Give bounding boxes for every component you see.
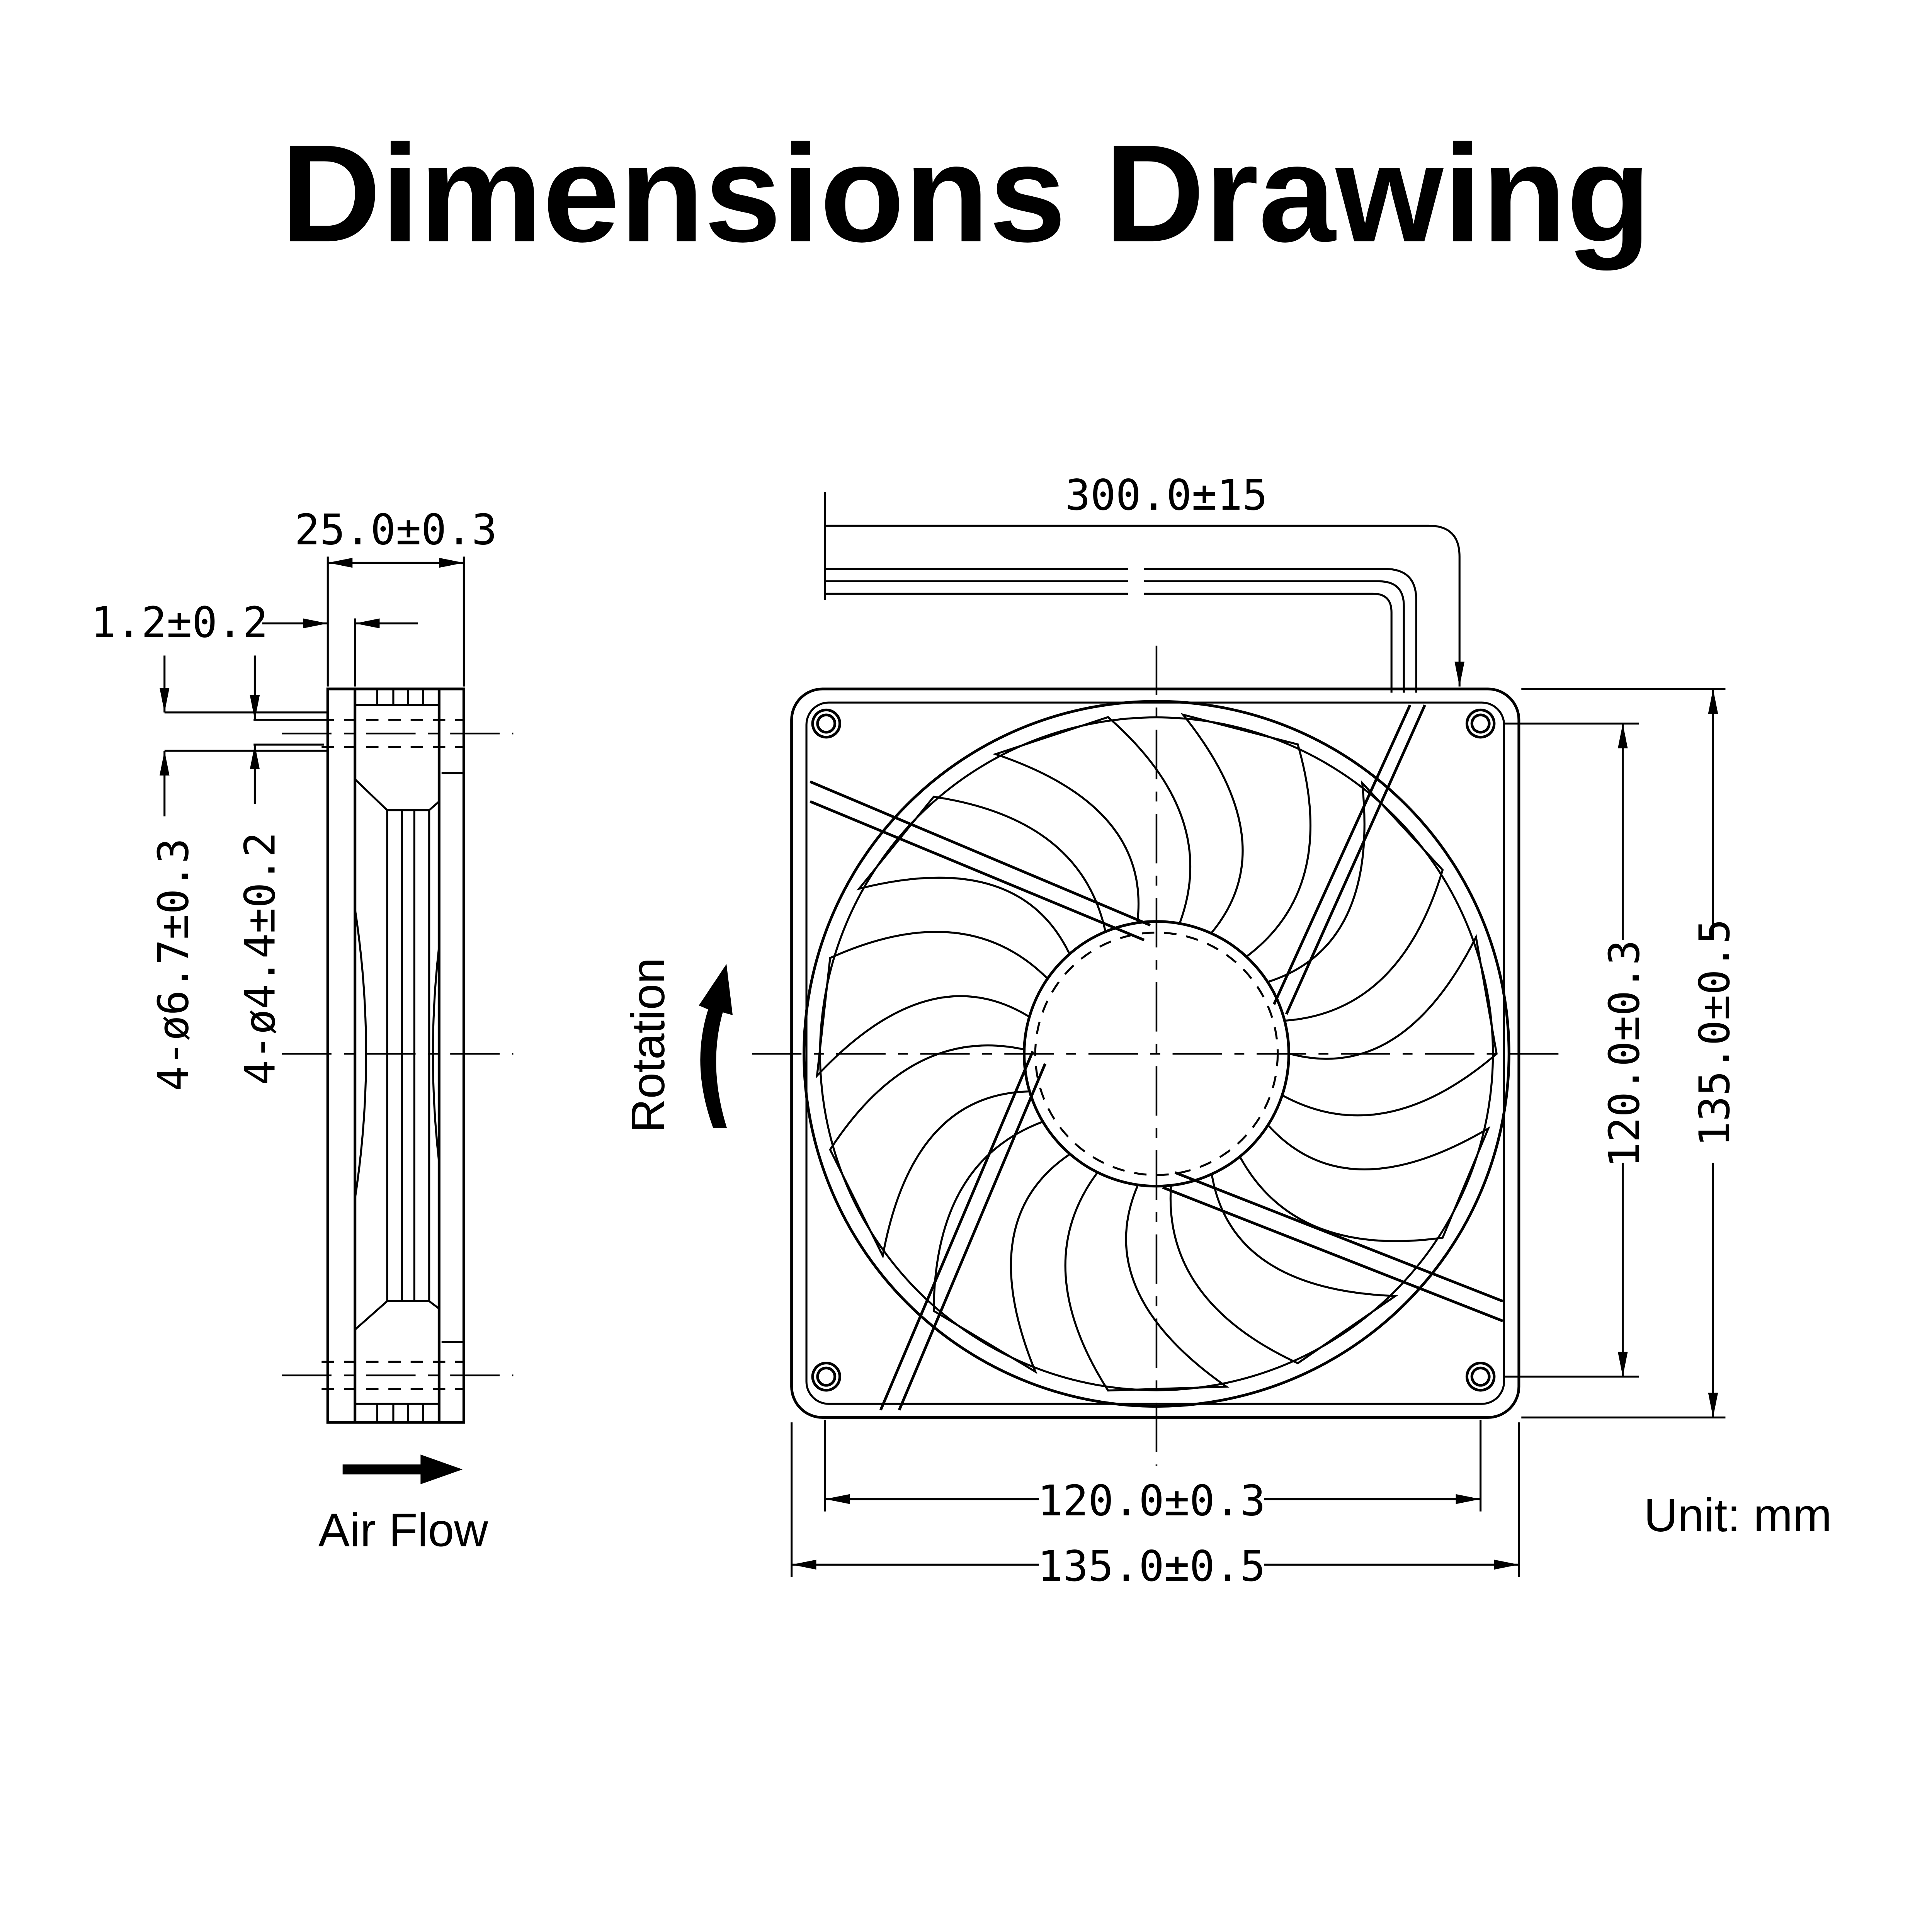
page-title: Dimensions Drawing (281, 116, 1651, 271)
cable-length-dimension: 300.0±15 (1065, 471, 1267, 520)
airflow-label: Air Flow (318, 1503, 488, 1556)
fan-blade (1240, 1125, 1491, 1242)
side-view: 25.0±0.3 1.2±0.2 4-ø6.7±0.3 4-ø4.4±0.2 A… (91, 505, 514, 1556)
front-view: 300.0±15 120.0±0.3 135.0±0.5 120.0±0.3 1… (622, 471, 1739, 1591)
mounting-hole (1465, 708, 1496, 739)
fan-blade (1169, 1175, 1398, 1364)
hole-spacing-horizontal: 120.0±0.3 (1037, 1476, 1265, 1525)
mounting-hole (816, 713, 837, 734)
rotation-arrow-icon (699, 964, 733, 1128)
frame-width-dimension: 135.0±0.5 (1037, 1542, 1265, 1591)
mounting-hole (1470, 1366, 1491, 1387)
fan-blade (1269, 780, 1444, 1022)
fan-blade (856, 796, 1106, 954)
fan-blade (932, 1121, 1070, 1374)
unit-label: Unit: mm (1644, 1489, 1832, 1541)
depth-dimension: 25.0±0.3 (294, 505, 497, 554)
flange-dimension: 1.2±0.2 (91, 598, 268, 647)
mounting-hole (811, 708, 842, 739)
fan-blade (992, 716, 1192, 923)
outer-hole-dimension: 4-ø6.7±0.3 (149, 838, 198, 1091)
hole-spacing-vertical: 120.0±0.3 (1600, 940, 1649, 1168)
inner-hole-dimension: 4-ø4.4±0.2 (236, 832, 285, 1085)
fan-blade (816, 931, 1048, 1079)
fan-blade (1180, 713, 1312, 957)
mounting-hole (1470, 713, 1491, 734)
rotation-label: Rotation (622, 957, 674, 1133)
mounting-hole (811, 1362, 842, 1392)
mounting-hole (1465, 1362, 1496, 1392)
fan-blade (1064, 1173, 1230, 1392)
frame-height-dimension: 135.0±0.5 (1690, 919, 1739, 1147)
mounting-hole (816, 1366, 837, 1387)
fan-blade (1282, 934, 1498, 1117)
fan-blade (829, 1044, 1029, 1259)
airflow-arrow-icon (420, 1454, 463, 1485)
